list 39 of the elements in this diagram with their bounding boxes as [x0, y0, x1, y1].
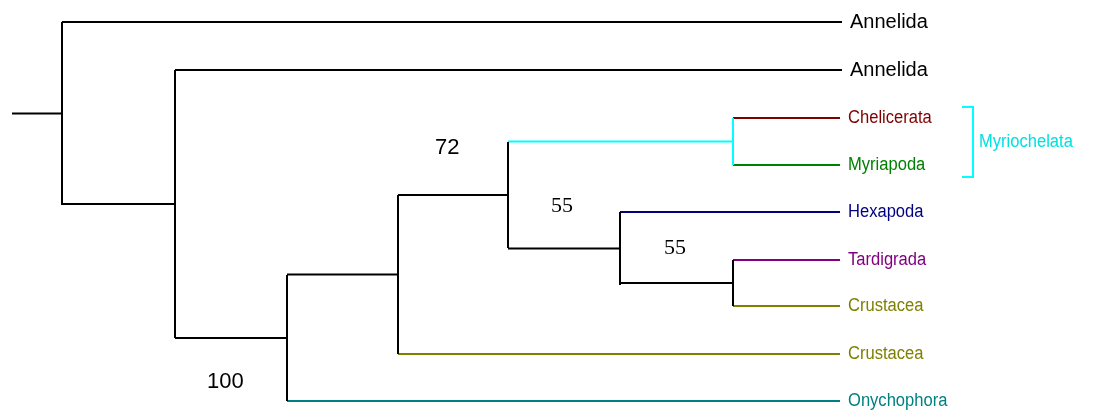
branch-line — [732, 164, 841, 166]
tree-branch-line — [732, 118, 734, 165]
tree-branch-line — [61, 22, 63, 205]
taxon-label: Crustacea — [848, 344, 924, 363]
tree-branch-line — [397, 195, 399, 354]
branch-line — [286, 400, 841, 402]
branch-line — [174, 69, 843, 71]
branch-line — [11, 112, 63, 115]
taxon-label: Tardigrada — [848, 250, 927, 269]
tree-branch-line — [619, 212, 621, 285]
branch-line — [397, 194, 509, 196]
branch-line — [507, 140, 734, 143]
bootstrap-value: 55 — [551, 194, 573, 216]
branch-line — [619, 211, 841, 213]
taxon-label: Onychophora — [848, 391, 948, 410]
clade-label: Myriochelata — [979, 132, 1073, 150]
branch-line — [397, 353, 841, 355]
taxon-label: Chelicerata — [848, 108, 932, 127]
branch-line — [619, 282, 734, 284]
branch-line — [732, 117, 841, 119]
tree-branch-line — [286, 275, 288, 401]
taxon-label: Crustacea — [848, 296, 924, 315]
branch-line — [732, 305, 841, 307]
tree-branch-line — [507, 142, 509, 248]
taxon-label: Annelida — [850, 59, 928, 79]
bootstrap-value: 55 — [664, 236, 686, 258]
branch-line — [732, 259, 841, 261]
taxon-label: Hexapoda — [848, 202, 924, 221]
tree-branch-line — [174, 70, 176, 338]
taxon-label: Myriapoda — [848, 155, 926, 174]
tree-branch-line — [732, 260, 734, 306]
branch-line — [507, 247, 621, 250]
bootstrap-value: 72 — [435, 136, 460, 158]
branch-line — [174, 337, 288, 339]
branch-line — [286, 273, 399, 276]
branch-line — [61, 203, 176, 205]
branch-line — [61, 21, 843, 23]
taxon-label: Annelida — [850, 11, 928, 31]
bootstrap-value: 100 — [207, 370, 244, 392]
